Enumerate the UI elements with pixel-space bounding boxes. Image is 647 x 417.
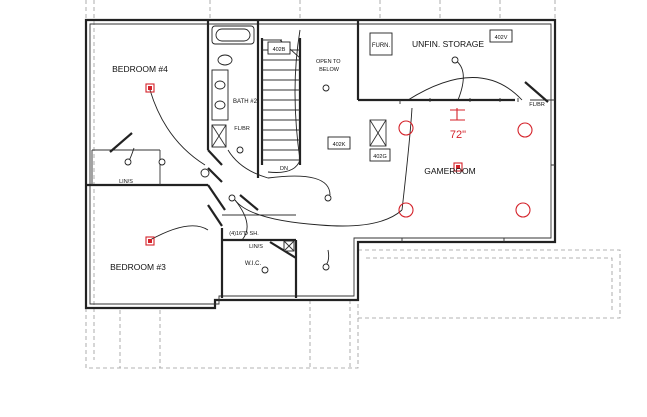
wiring bbox=[127, 29, 523, 266]
room-label-wic: W.I.C. bbox=[245, 261, 262, 267]
sink-icon bbox=[214, 80, 226, 90]
vanity-icon bbox=[211, 69, 229, 121]
tag-402k: 402K bbox=[333, 142, 346, 148]
room-label-storage: UNFIN. STORAGE bbox=[412, 39, 484, 49]
label-lin-left: LIN/S bbox=[119, 179, 133, 185]
door-swings bbox=[109, 81, 549, 259]
recessed-light-icon bbox=[515, 202, 531, 218]
room-label-bedroom4: BEDROOM #4 bbox=[112, 64, 168, 74]
dimension-72: 72" bbox=[450, 129, 466, 141]
room-label-gameroom: GAMEROOM bbox=[424, 166, 475, 176]
tag-402b: 402B bbox=[273, 47, 286, 53]
outlet-icon bbox=[322, 263, 330, 271]
smoke-detector-icon bbox=[453, 162, 463, 172]
smoke-detector-icon bbox=[145, 236, 155, 246]
light-fixture-icon bbox=[200, 168, 210, 178]
exterior-walls bbox=[84, 18, 557, 310]
recessed-light-icon bbox=[398, 202, 414, 218]
label-lin-wic: LIN/S bbox=[249, 244, 263, 250]
smoke-detector-icon bbox=[145, 83, 155, 93]
sink-icon bbox=[214, 100, 226, 110]
label-fl-br-game: FL/BR bbox=[529, 102, 545, 108]
label-shelf: (4)16"D SH. bbox=[229, 231, 259, 237]
outlet-icon bbox=[322, 84, 330, 92]
smoke-detectors bbox=[145, 83, 463, 246]
outlet-icon bbox=[324, 194, 332, 202]
tag-402g: 402G bbox=[373, 154, 386, 160]
furnace-box bbox=[369, 32, 393, 56]
device-tags: 402B 402K 402V 402G bbox=[267, 29, 513, 162]
light-fixture-icon bbox=[451, 56, 459, 64]
label-fl-br-bath: FL/BR bbox=[234, 126, 250, 132]
interior-walls bbox=[86, 20, 555, 298]
outlet-icon bbox=[236, 146, 244, 154]
recessed-light-icon bbox=[398, 120, 414, 136]
tag-402v: 402V bbox=[495, 35, 508, 41]
ceiling-fan-icon bbox=[450, 108, 465, 121]
room-label-open-to-below: OPEN TO BELOW bbox=[316, 59, 342, 73]
attic-access bbox=[369, 119, 387, 147]
outlets bbox=[124, 56, 555, 274]
recessed-lights bbox=[398, 108, 533, 218]
room-label-bedroom3: BEDROOM #3 bbox=[110, 262, 166, 272]
recessed-light-icon bbox=[517, 122, 533, 138]
outlet-icon bbox=[261, 266, 269, 274]
bath-fixtures bbox=[211, 25, 255, 148]
room-label-bath2: BATH #2 bbox=[233, 99, 258, 105]
staircase bbox=[262, 39, 301, 161]
outlet-icon bbox=[124, 158, 132, 166]
furnace-label: FURN. bbox=[372, 43, 391, 49]
toilet-icon bbox=[217, 54, 233, 66]
outlet-icon bbox=[228, 194, 236, 202]
label-stair-dn: DN bbox=[280, 166, 288, 172]
outlet-icon bbox=[158, 158, 166, 166]
